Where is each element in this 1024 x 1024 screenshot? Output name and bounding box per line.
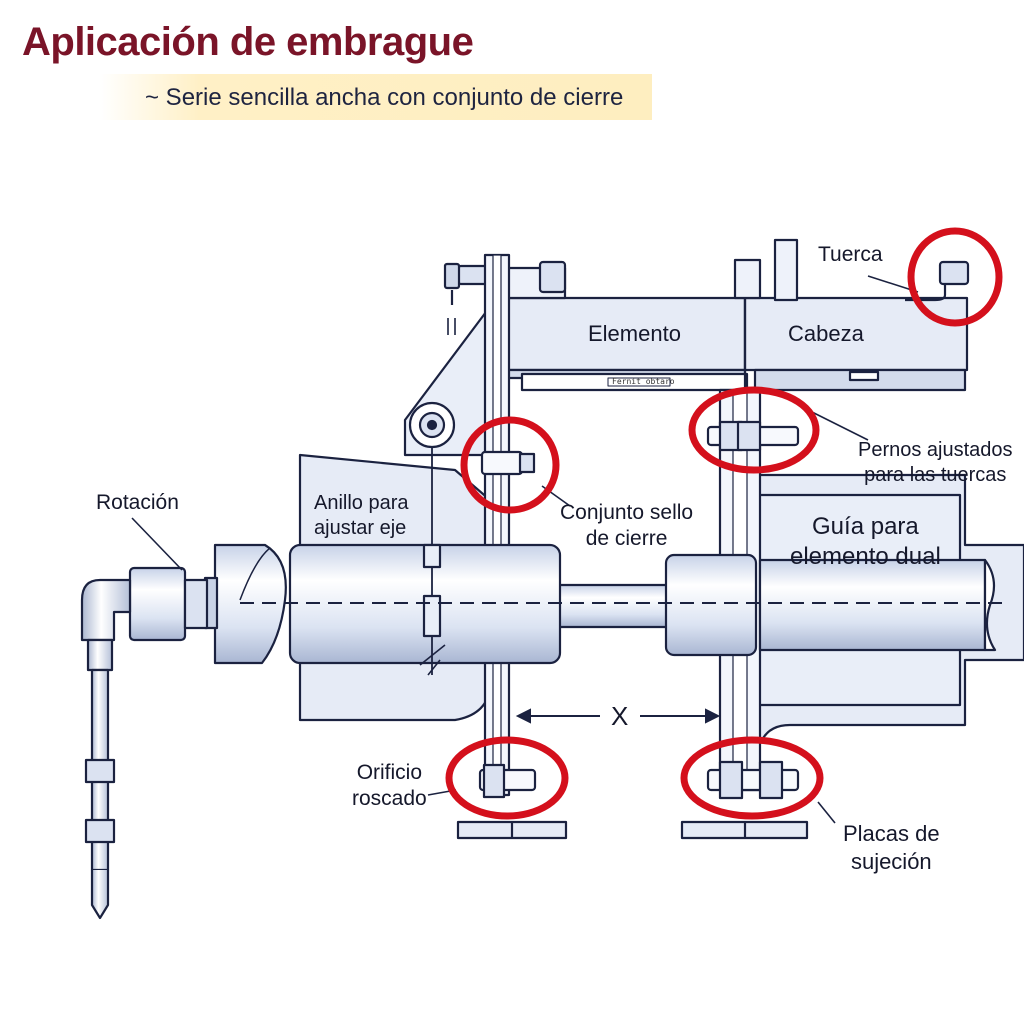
highlight-circle-tuerca: [907, 227, 1003, 327]
label-guia: Guía para elemento dual: [790, 512, 941, 572]
label-placas: Placas de sujeción: [843, 820, 940, 875]
label-rotacion: Rotación: [96, 491, 179, 514]
label-guia-line1: Guía para: [812, 513, 919, 540]
label-placas-line2: sujeción: [850, 848, 932, 874]
right-hub: [664, 553, 758, 657]
label-guia-line2: elemento dual: [790, 543, 941, 570]
label-placas-line1: Placas de: [843, 821, 940, 846]
leader-rotacion: [131, 517, 183, 571]
label-tuerca: Tuerca: [818, 243, 883, 266]
label-orificio: Orificio roscado: [352, 760, 427, 813]
label-anillo-line2: ajustar eje: [314, 517, 407, 539]
rotation-fitting: [128, 566, 187, 642]
highlight-circle-conjunto: [460, 416, 560, 514]
highlight-circle-orificio: [445, 736, 569, 820]
nameplate-text: Fernit obtaro: [612, 377, 675, 386]
label-anillo: Anillo para ajustar eje: [314, 491, 409, 541]
page-subtitle: ~ Serie sencilla ancha con conjunto de c…: [145, 84, 624, 111]
label-pernos: Pernos ajustados para las tuercas: [858, 438, 1013, 488]
label-conjunto-line2: de cierre: [585, 527, 668, 551]
label-anillo-line1: Anillo para: [314, 492, 409, 514]
label-pernos-line2: para las tuercas: [864, 464, 1007, 486]
subtitle-band: [100, 74, 652, 120]
highlight-circle-placas: [680, 736, 824, 820]
label-conjunto: Conjunto sello de cierre: [560, 500, 693, 553]
label-pernos-line1: Pernos ajustados: [858, 439, 1013, 461]
dimension-arrow: [515, 708, 721, 724]
label-cabeza: Cabeza: [788, 321, 864, 346]
label-conjunto-line1: Conjunto sello: [560, 501, 694, 524]
leader-pernos: [811, 411, 869, 441]
leader-placas: [817, 801, 836, 824]
elbow-pipe: [80, 578, 132, 642]
highlight-circle-pernos: [688, 386, 820, 474]
label-elemento: Elemento: [588, 321, 681, 346]
label-orificio-line2: roscado: [352, 787, 427, 811]
label-dimension-x: X: [611, 701, 629, 731]
label-orificio-line1: Orificio: [356, 761, 423, 784]
page-title: Aplicación de embrague: [22, 20, 474, 64]
